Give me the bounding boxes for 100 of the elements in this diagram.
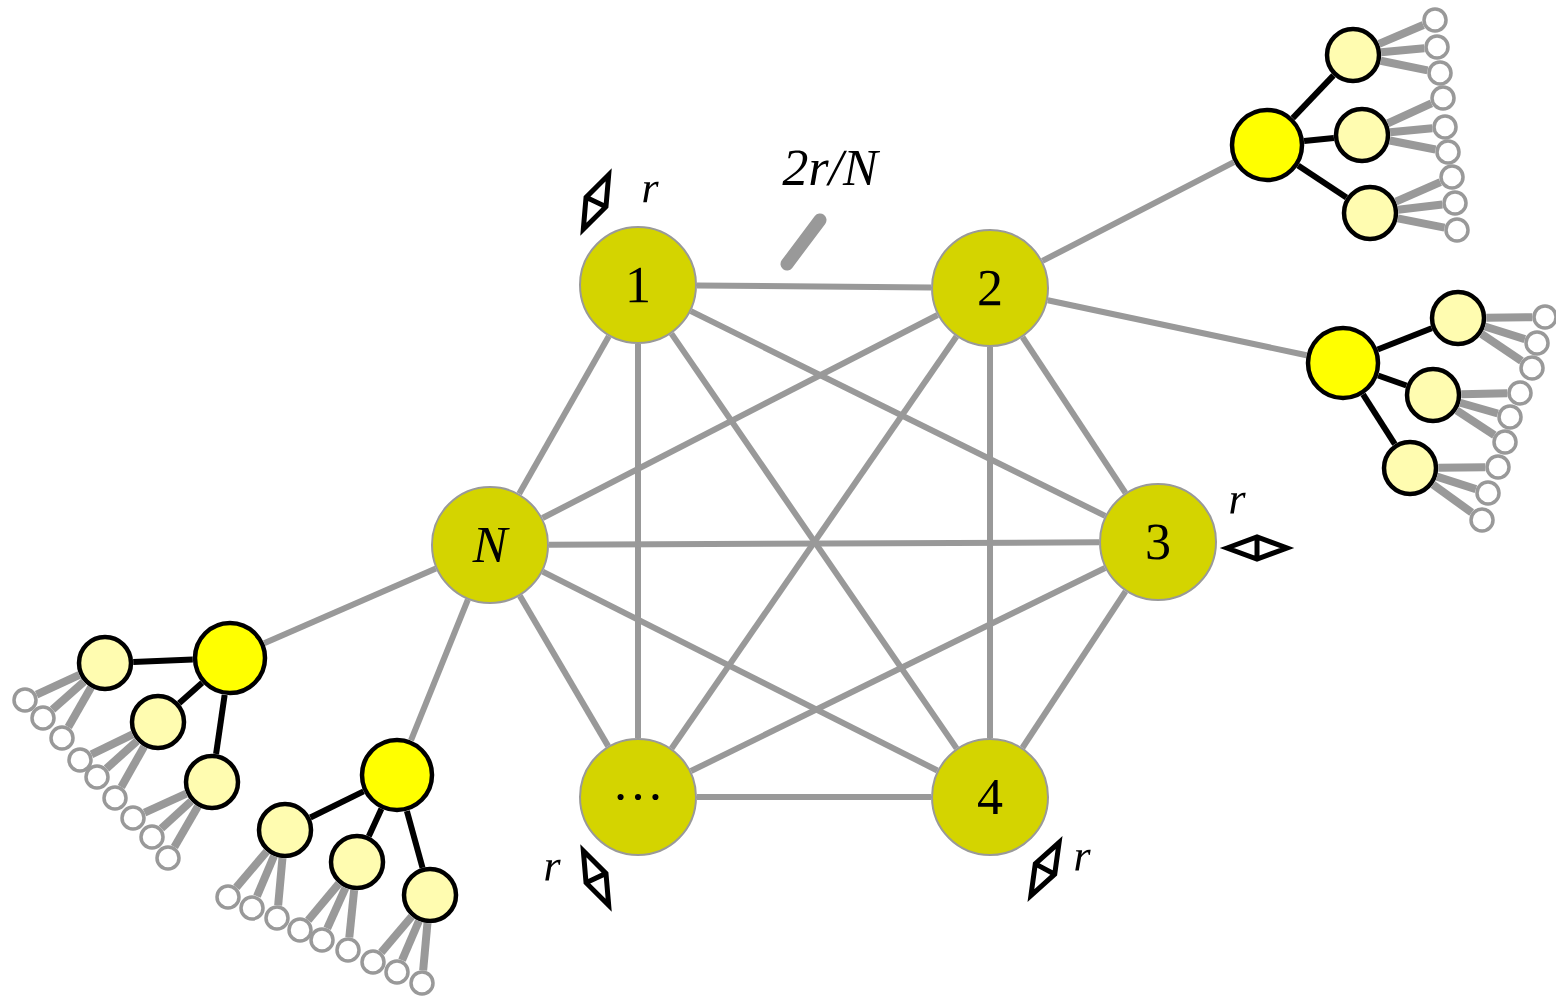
connection-line	[305, 881, 342, 923]
child-node	[1341, 184, 1399, 242]
connection-line	[408, 598, 471, 742]
connection-line	[1290, 73, 1336, 121]
child-node	[256, 801, 314, 859]
numbered-node: 4	[931, 738, 1049, 856]
connection-line	[541, 312, 939, 521]
leaf-node	[1444, 217, 1470, 243]
leaf-node	[12, 687, 38, 713]
connection-line	[1041, 159, 1236, 264]
child-node	[328, 833, 386, 891]
connection-line	[34, 671, 82, 699]
leaf-node	[409, 970, 435, 996]
connection-line	[1376, 325, 1433, 353]
connection-line	[1479, 330, 1524, 365]
connection-line	[987, 347, 993, 738]
connection-line	[133, 656, 193, 665]
connection-line	[1377, 372, 1408, 389]
leaf-node	[1430, 85, 1456, 111]
child-node	[183, 753, 241, 811]
connection-line	[1047, 297, 1308, 359]
connection-line	[697, 794, 931, 800]
leaf-node	[384, 959, 410, 985]
leaf-node	[1435, 139, 1461, 165]
connection-line	[366, 807, 385, 838]
connection-line	[689, 565, 1107, 774]
child-node	[1381, 439, 1439, 497]
leaf-node	[1424, 34, 1450, 60]
connection-line	[309, 788, 365, 821]
leaf-node	[1469, 507, 1495, 533]
root-node	[1305, 325, 1381, 401]
numbered-node: …	[579, 738, 697, 856]
connection-line	[117, 744, 148, 789]
connection-line	[541, 568, 939, 774]
connection-line	[378, 913, 415, 955]
child-node	[1429, 289, 1487, 347]
leaf-node	[67, 747, 93, 773]
leaf-node	[239, 895, 265, 921]
leaf-node	[1422, 7, 1448, 33]
connection-line	[549, 539, 1100, 548]
leaf-node	[1519, 355, 1545, 381]
connection-line	[103, 737, 140, 772]
connection-line	[1296, 163, 1349, 200]
radius-label: r	[545, 859, 561, 881]
radius-label: r	[1075, 849, 1091, 871]
leaf-node	[360, 949, 386, 975]
connection-line	[64, 685, 95, 729]
connection-line	[1483, 322, 1527, 343]
connection-line	[1454, 407, 1497, 439]
connection-line	[253, 854, 278, 898]
leaf-node	[1497, 404, 1523, 430]
edge-label: 2r/N	[780, 148, 881, 188]
connection-line	[517, 594, 611, 748]
child-node	[129, 693, 187, 751]
numbered-node: N	[431, 486, 549, 604]
numbered-node: 3	[1099, 483, 1217, 601]
connection-line	[49, 678, 87, 713]
connection-line	[1377, 21, 1425, 48]
connection-line	[696, 282, 932, 291]
connection-line	[1396, 214, 1446, 232]
leaf-node	[1432, 114, 1458, 140]
connection-line	[398, 919, 423, 962]
leaf-node	[1485, 454, 1511, 480]
connection-line	[170, 804, 202, 849]
leaf-node	[309, 927, 335, 953]
leaf-node	[84, 764, 110, 790]
connection-line	[516, 334, 612, 496]
leaf-node	[1532, 304, 1556, 330]
connection-line	[1435, 472, 1478, 493]
connection-line	[1388, 136, 1437, 154]
root-node	[1229, 107, 1305, 183]
connection-line	[1394, 178, 1442, 206]
leaf-node	[287, 917, 313, 943]
connection-line	[404, 810, 426, 869]
child-node	[76, 634, 134, 692]
connection-line	[1379, 56, 1429, 75]
connection-line	[177, 680, 205, 706]
connection-line	[1303, 134, 1335, 145]
leaf-node	[1475, 480, 1501, 506]
leaf-node	[1524, 330, 1550, 356]
leaf-node	[1442, 190, 1468, 216]
root-node	[192, 620, 268, 696]
connection-line	[89, 730, 135, 759]
leaf-node	[335, 937, 361, 963]
child-node	[1324, 26, 1382, 84]
connection-line	[262, 565, 438, 646]
leaf-node	[49, 725, 75, 751]
connection-line	[1430, 481, 1474, 516]
connection-line	[323, 886, 350, 931]
numbered-node: 2	[931, 229, 1049, 347]
leaf-node	[139, 824, 165, 850]
leaf-node	[155, 845, 181, 871]
leaf-node	[120, 805, 146, 831]
leaf-node	[102, 785, 128, 811]
connection-line	[1020, 335, 1128, 495]
leaf-node	[215, 884, 241, 910]
leaf-node	[1507, 380, 1533, 406]
numbered-node: 1	[579, 226, 697, 344]
leaf-node	[264, 905, 290, 931]
child-node	[1333, 106, 1391, 164]
